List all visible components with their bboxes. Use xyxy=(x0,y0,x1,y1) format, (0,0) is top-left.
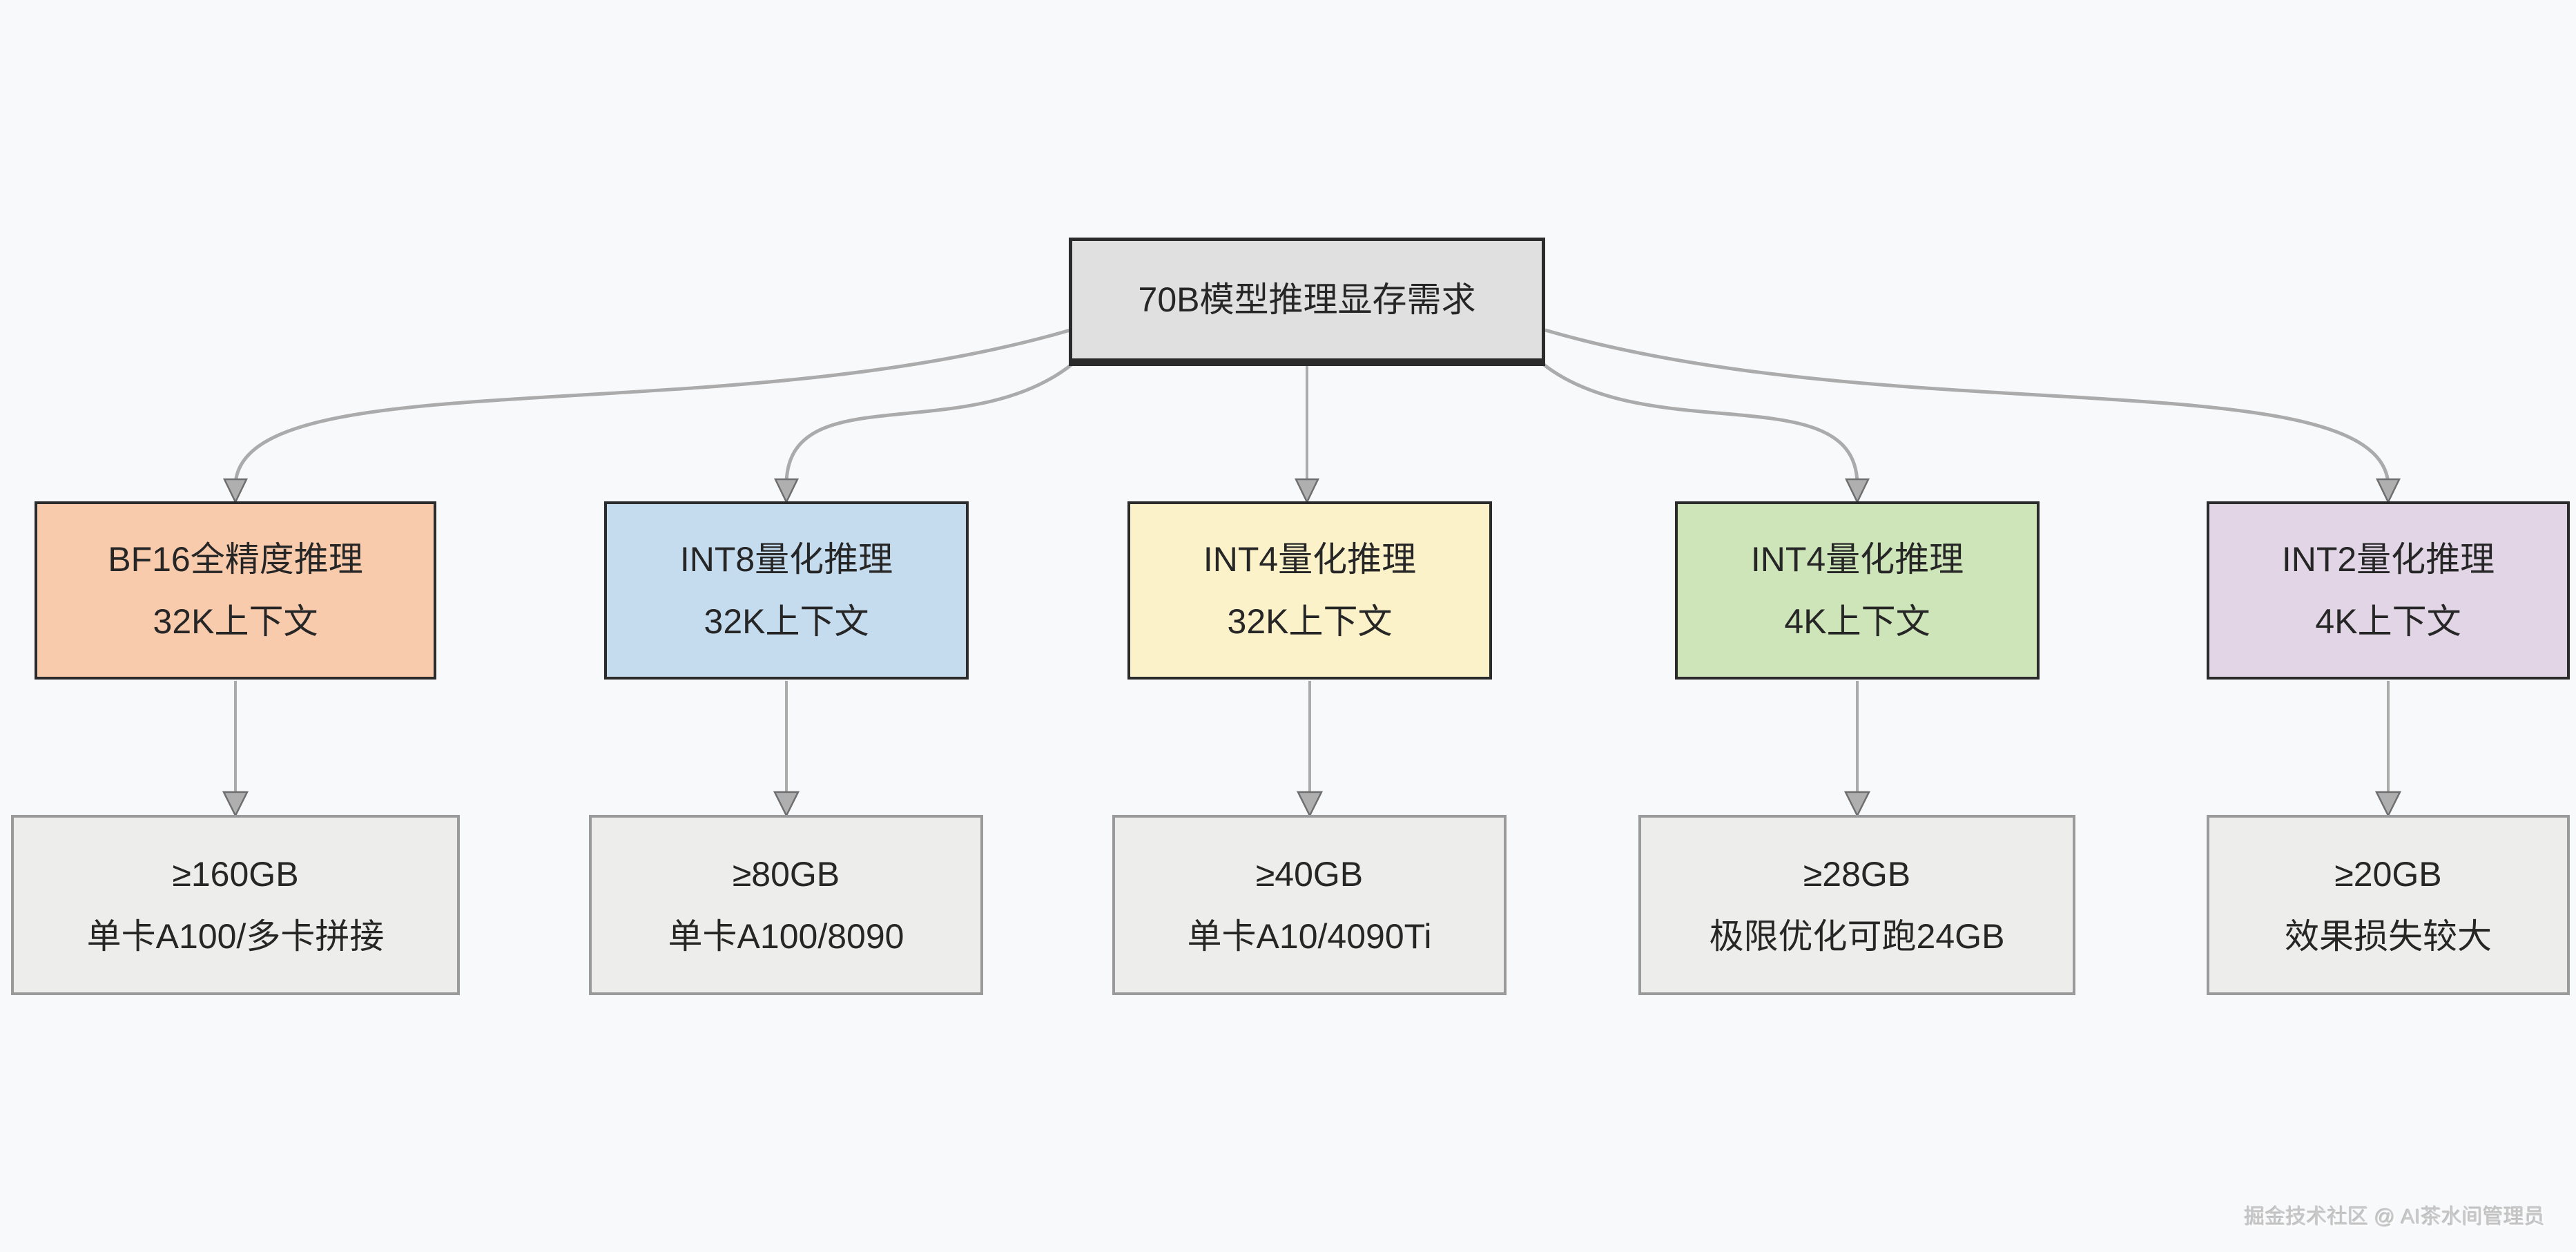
node-line: INT2量化推理 xyxy=(2281,540,2495,579)
node-line: INT4量化推理 xyxy=(1203,540,1417,579)
node-line: 极限优化可跑24GB xyxy=(1709,916,2005,956)
arrow-down-icon xyxy=(1295,478,1319,504)
node-line: 32K上下文 xyxy=(153,602,318,641)
node-line: INT4量化推理 xyxy=(1750,540,1964,579)
node-line: 32K上下文 xyxy=(1227,602,1393,641)
arrow-down-icon xyxy=(773,791,800,818)
req-node-bf16-32k: ≥160GB 单卡A100/多卡拼接 xyxy=(11,815,460,995)
node-line: 4K上下文 xyxy=(1784,602,1930,641)
watermark: 掘金技术社区 @ AI茶水间管理员 xyxy=(2244,1206,2545,1229)
node-line: 32K上下文 xyxy=(704,602,869,641)
arrow-down-icon xyxy=(774,478,799,504)
quant-node-int4-32k: INT4量化推理 32K上下文 xyxy=(1127,501,1492,680)
req-node-int4-32k: ≥40GB 单卡A10/4090Ti xyxy=(1112,815,1507,995)
node-line: ≥28GB xyxy=(1803,854,1911,894)
req-node-int8-32k: ≥80GB 单卡A100/8090 xyxy=(589,815,983,995)
arrow-down-icon xyxy=(2376,478,2401,504)
quant-node-int2-4k: INT2量化推理 4K上下文 xyxy=(2207,501,2570,680)
arrow-down-icon xyxy=(222,791,249,818)
node-line: 单卡A10/4090Ti xyxy=(1187,916,1432,956)
edge-root-to-int2 xyxy=(1544,328,2390,484)
node-line: 单卡A100/8090 xyxy=(668,916,904,956)
node-line: 效果损失较大 xyxy=(2285,916,2492,956)
arrow-down-icon xyxy=(1845,478,1870,504)
arrow-down-icon xyxy=(1843,791,1871,818)
node-line: 4K上下文 xyxy=(2315,602,2461,641)
arrow-down-icon xyxy=(1296,791,1324,818)
req-node-int4-4k: ≥28GB 极限优化可跑24GB xyxy=(1638,815,2075,995)
quant-node-bf16-32k: BF16全精度推理 32K上下文 xyxy=(35,501,436,680)
arrow-down-icon xyxy=(2374,791,2402,818)
node-line: ≥20GB xyxy=(2334,854,2442,894)
edge-root-to-int4-4k xyxy=(1542,363,1859,484)
quant-node-int8-32k: INT8量化推理 32K上下文 xyxy=(604,501,969,680)
quant-node-int4-4k: INT4量化推理 4K上下文 xyxy=(1675,501,2040,680)
node-line: INT8量化推理 xyxy=(679,540,893,579)
edge-root-to-int8 xyxy=(784,363,1073,484)
node-line: ≥40GB xyxy=(1255,854,1364,894)
arrow-down-icon xyxy=(223,478,248,504)
root-node: 70B模型推理显存需求 xyxy=(1069,238,1545,366)
node-line: 单卡A100/多卡拼接 xyxy=(86,916,385,956)
req-node-int2-4k: ≥20GB 效果损失较大 xyxy=(2207,815,2570,995)
edge-root-to-bf16 xyxy=(233,328,1071,484)
node-line: ≥160GB xyxy=(172,854,299,894)
node-line: BF16全精度推理 xyxy=(108,540,363,579)
node-line: ≥80GB xyxy=(732,854,840,894)
root-node-label: 70B模型推理显存需求 xyxy=(1138,280,1476,319)
